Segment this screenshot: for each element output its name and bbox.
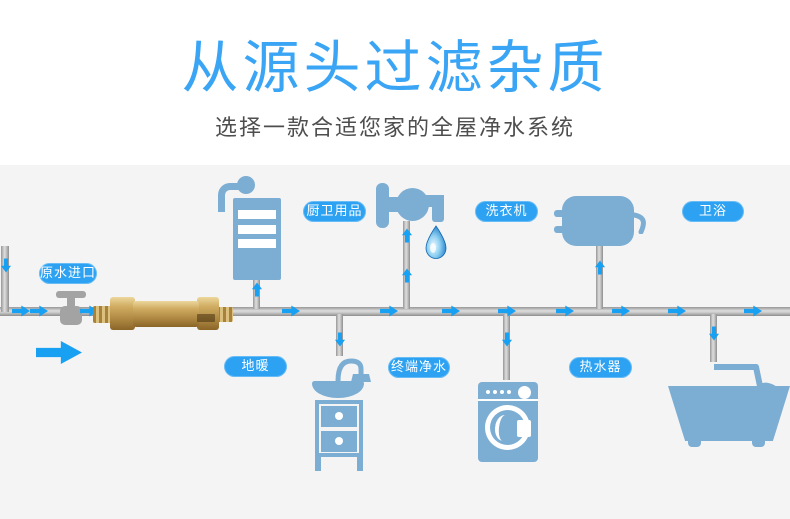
bathtub-icon <box>668 361 790 449</box>
washing-machine-icon <box>478 382 538 462</box>
page-title: 从源头过滤杂质 <box>181 35 609 101</box>
branch-pipe-washer <box>503 314 510 380</box>
page-subtitle: 选择一款合适您家的全屋净水系统 <box>214 116 575 141</box>
label-raw-water-inlet: 原水进口 <box>39 263 97 284</box>
flow-arrow <box>30 305 48 317</box>
label-washing-machine: 洗衣机 <box>475 201 538 222</box>
flow-arrow <box>744 305 762 317</box>
label-floor-heating: 地暖 <box>224 356 287 377</box>
diagram-panel <box>0 165 790 519</box>
boiler-icon <box>554 196 650 248</box>
flow-arrow <box>380 305 398 317</box>
flow-arrow <box>12 305 30 317</box>
flow-arrow <box>612 305 630 317</box>
flow-arrow <box>282 305 300 317</box>
flow-arrow <box>668 305 686 317</box>
label-terminal-purifier: 终端净水 <box>388 357 450 378</box>
branch-pipe-boiler <box>596 245 603 309</box>
flow-arrow <box>498 305 516 317</box>
faucet-icon <box>376 183 446 229</box>
flow-arrow <box>442 305 460 317</box>
flow-arrow <box>556 305 574 317</box>
water-tank-icon <box>216 176 282 286</box>
branch-pipe-faucet <box>403 221 410 309</box>
flow-arrow <box>80 305 98 317</box>
label-kitchen-bath: 厨卫用品 <box>303 201 366 222</box>
label-water-heater: 热水器 <box>569 357 632 378</box>
prefilter-product-image <box>93 296 233 499</box>
brand-logo <box>197 314 215 322</box>
sink-cabinet-icon <box>310 355 371 473</box>
inlet-pipe <box>1 246 9 312</box>
label-bathroom: 卫浴 <box>682 201 744 222</box>
water-drop-icon <box>425 225 447 259</box>
